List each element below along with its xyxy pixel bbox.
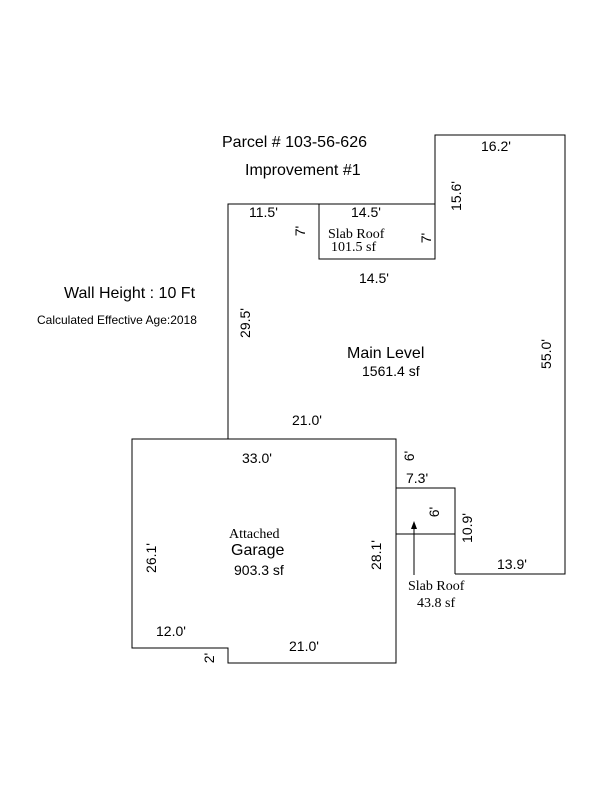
slab-roof-top-name: Slab Roof xyxy=(328,227,385,242)
dim-slab-top: 14.5' xyxy=(351,204,381,220)
dim-garage-right-v: 28.1' xyxy=(367,540,384,570)
dim-top-right: 16.2' xyxy=(481,138,511,154)
dim-garage-bottom-left: 12.0' xyxy=(156,623,186,639)
parcel-number: Parcel # 103-56-626 xyxy=(222,134,367,151)
dim-slab-bottom: 14.5' xyxy=(359,270,389,286)
garage-name-line1: Attached xyxy=(229,527,280,542)
dim-bottom-right: 13.9' xyxy=(497,556,527,572)
slab-roof-side-name: Slab Roof xyxy=(408,579,465,594)
garage-area: 903.3 sf xyxy=(234,562,284,578)
dim-garage-notch-v: 2' xyxy=(201,652,218,664)
effective-age: Calculated Effective Age:2018 xyxy=(37,313,197,327)
slab-roof-side-area: 43.8 sf xyxy=(417,596,456,611)
wall-height: Wall Height : 10 Ft xyxy=(64,285,196,302)
dim-slab2-left-v: 6' xyxy=(426,506,443,518)
main-level-area: 1561.4 sf xyxy=(362,363,420,379)
main-level-outline xyxy=(227,134,566,575)
dim-slab-left-v: 7' xyxy=(292,225,309,237)
slab-roof-side-outline xyxy=(396,487,456,574)
dim-main-right-v: 55.0' xyxy=(537,339,554,369)
arrow-head-icon xyxy=(411,521,417,529)
dim-slab-right-v: 7' xyxy=(418,232,435,244)
dim-main-bottom: 21.0' xyxy=(292,412,322,428)
improvement-label: Improvement #1 xyxy=(245,162,361,179)
dim-right-notch-v: 15.6' xyxy=(447,181,464,211)
garage-name-line2: Garage xyxy=(231,542,285,559)
main-level-name: Main Level xyxy=(347,345,425,362)
dim-step-v: 6' xyxy=(401,450,418,462)
dim-main-left-v: 29.5' xyxy=(236,308,253,338)
garage-outline xyxy=(131,438,397,664)
dim-garage-top: 33.0' xyxy=(242,450,272,466)
slab-roof-top-area: 101.5 sf xyxy=(331,240,377,255)
dim-slab2-right-v: 10.9' xyxy=(458,513,475,543)
dim-top-left: 11.5' xyxy=(249,204,278,220)
dim-garage-left-v: 26.1' xyxy=(142,543,159,573)
dim-garage-bottom-right: 21.0' xyxy=(289,638,319,654)
slab-roof-top-outline xyxy=(318,204,436,260)
dim-step-h: 7.3' xyxy=(406,470,429,486)
